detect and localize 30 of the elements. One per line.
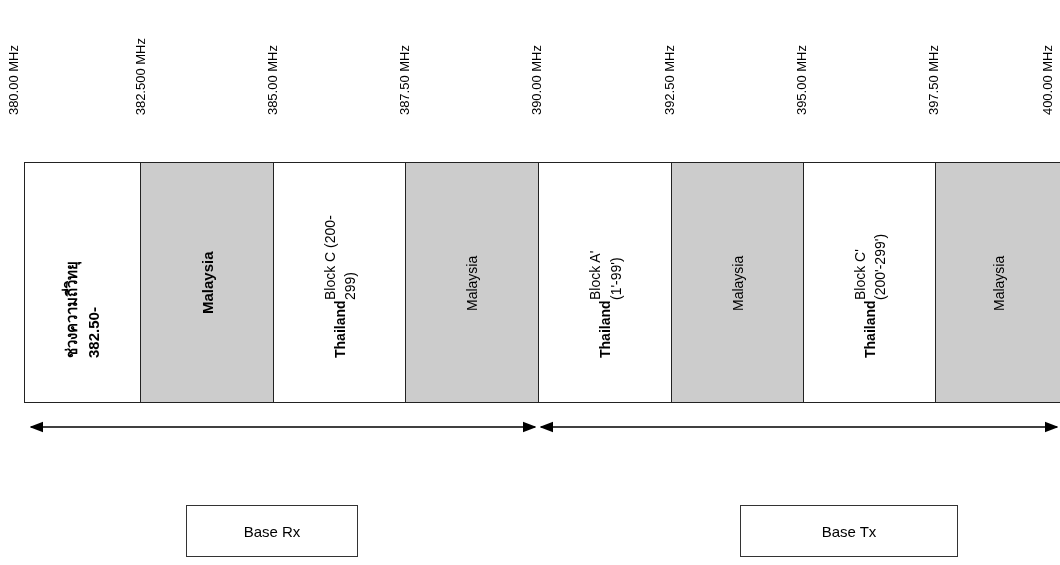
label-box: Base Tx xyxy=(740,505,958,557)
band-cell xyxy=(935,162,1060,403)
frequency-label: 395.00 MHz xyxy=(794,44,809,115)
band-cell xyxy=(405,162,540,403)
band-heading: Thailand xyxy=(860,299,878,358)
frequency-label: 390.00 MHz xyxy=(529,44,544,115)
band-heading: Thailand xyxy=(330,299,348,358)
band-cell xyxy=(671,162,805,403)
band-heading: Malaysia xyxy=(463,254,482,311)
frequency-label: 385.00 MHz xyxy=(265,44,280,115)
band-cell xyxy=(803,162,937,403)
frequency-label: 392.50 MHz xyxy=(662,44,677,115)
band-heading: Malaysia xyxy=(990,254,1009,311)
frequency-label: 400.00 MHz xyxy=(1040,44,1055,115)
frequency-label: 397.50 MHz xyxy=(926,44,941,115)
band-cell xyxy=(273,162,407,403)
band-cell xyxy=(140,162,275,403)
label-box: Base Rx xyxy=(186,505,358,557)
band-cell xyxy=(24,162,142,403)
frequency-label: 387.50 MHz xyxy=(397,44,412,115)
band-cell xyxy=(538,162,673,403)
band-heading: Malaysia xyxy=(197,251,217,314)
frequency-label: 382.500 MHz xyxy=(133,37,148,115)
frequency-label: 380.00 MHz xyxy=(6,44,21,115)
band-detail: Block C' (200'-299') xyxy=(850,232,889,300)
band-detail: Block A' (1'-99') xyxy=(585,249,625,300)
band-heading: Malaysia xyxy=(728,254,747,311)
band-heading: ช่วงความถี่วิทยุ 382.50- xyxy=(61,259,103,358)
band-heading: Thailand xyxy=(596,299,614,358)
band-detail: Block C (200-299) xyxy=(320,214,359,300)
